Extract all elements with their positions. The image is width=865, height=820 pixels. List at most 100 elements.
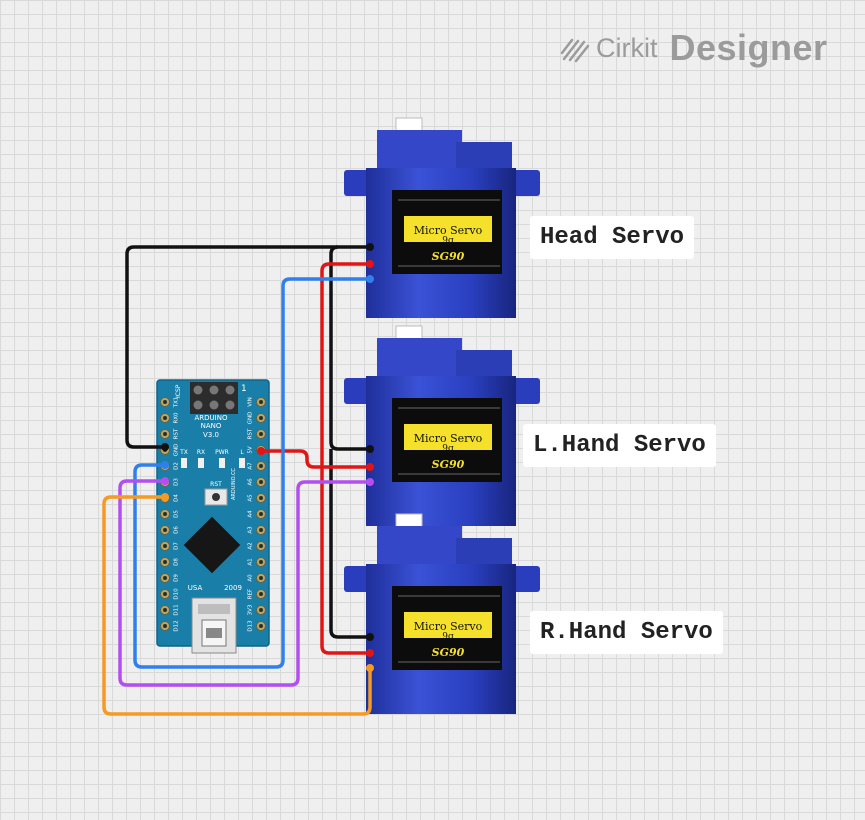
left-pin-label: D10	[174, 588, 180, 600]
cirkit-logo-icon	[560, 38, 590, 63]
left-pin-label: GND	[174, 444, 180, 457]
right-pin-hole	[259, 432, 263, 436]
left-pin-hole	[163, 416, 167, 420]
left-pin-label: RX0	[174, 412, 180, 424]
wire-endpoints	[161, 243, 374, 672]
wire-gnd-rhand[interactable]	[329, 449, 370, 639]
icsp-pin-one: 1	[241, 384, 247, 394]
right-pin-hole	[259, 624, 263, 628]
left-pin-label: D12	[174, 620, 180, 631]
servo-weight: 9g	[442, 632, 454, 642]
right-pin-hole	[259, 608, 263, 612]
head-servo-label: Head Servo	[530, 216, 695, 259]
right-pin-label: A4	[248, 510, 254, 518]
left-pin-label: D6	[174, 526, 180, 534]
wire-5v-lhand[interactable]	[261, 449, 370, 469]
right-pin-label: A7	[248, 462, 254, 470]
left-pin-hole	[163, 400, 167, 404]
wire-gnd-head[interactable]	[125, 245, 370, 449]
product-name: Designer	[669, 27, 828, 68]
site-label: ARDUINO.CC	[231, 468, 237, 500]
rhand-servo-label: R.Hand Servo	[530, 611, 723, 654]
left-pin-hole	[163, 624, 167, 628]
left-pin-label: D11	[174, 604, 180, 615]
left-pin-hole	[163, 576, 167, 580]
right-pin-label: D13	[248, 620, 254, 632]
left-pin-hole	[163, 528, 167, 532]
wires	[102, 245, 372, 716]
led-rx	[198, 458, 204, 468]
left-pin-label: TX1	[174, 397, 180, 409]
left-pin-hole	[163, 592, 167, 596]
right-pin-label: REF	[248, 589, 254, 599]
reset-label: RST	[210, 481, 222, 488]
right-pin-hole	[259, 400, 263, 404]
wire-d4-rhand-signal[interactable]	[102, 495, 372, 716]
left-pin-label: D5	[174, 510, 180, 518]
rhand-servo[interactable]: Micro Servo 9g SG90	[343, 513, 541, 715]
right-pin-label: VIN	[248, 397, 254, 407]
lhand-servo-label: L.Hand Servo	[523, 424, 716, 467]
right-pin-label: A6	[248, 478, 254, 486]
right-pin-hole	[259, 416, 263, 420]
wire-d3-lhand-signal[interactable]	[118, 479, 370, 687]
icsp-label: ICSP	[175, 384, 182, 398]
right-pin-hole	[259, 544, 263, 548]
icsp-header	[190, 382, 238, 414]
right-pin-label: A3	[248, 526, 254, 534]
usb-connector	[191, 597, 237, 654]
left-pin-hole	[163, 560, 167, 564]
right-pin-label: A0	[248, 574, 254, 582]
led-pwr	[219, 458, 225, 468]
right-pin-hole	[259, 512, 263, 516]
led-tx	[181, 458, 187, 468]
servo-body-text: Micro Servo	[414, 620, 483, 633]
right-pin-label: 5V	[248, 446, 254, 453]
right-pin-label: A1	[248, 558, 254, 565]
servo-model: SG90	[432, 458, 465, 471]
left-pin-label: D8	[174, 558, 180, 566]
left-pin-label: D3	[174, 478, 180, 486]
right-pin-label: 3V3	[248, 604, 254, 615]
servo-model: SG90	[432, 250, 465, 263]
board-title-3: V3.0	[203, 431, 219, 439]
arduino-nano-board[interactable]: ICSP 1 ARDUINO NANO V3.0 TX RX PWR L RST…	[156, 379, 270, 654]
right-pin-label: RST	[248, 428, 254, 439]
led-label-rx: RX	[197, 449, 205, 456]
led-label-tx: TX	[179, 449, 188, 456]
head-servo[interactable]: Micro Servo 9g SG90	[343, 117, 541, 319]
servo-body-text: Micro Servo	[414, 432, 483, 445]
right-pin-hole	[259, 480, 263, 484]
lhand-servo[interactable]: Micro Servo 9g SG90	[343, 325, 541, 527]
right-pin-hole	[259, 592, 263, 596]
wire-d2-head-signal[interactable]	[133, 277, 370, 669]
left-pin-hole	[163, 432, 167, 436]
right-pin-hole	[259, 528, 263, 532]
left-pin-hole	[163, 544, 167, 548]
year-label: 2009	[224, 584, 242, 592]
brand-name: Cirkit	[596, 32, 658, 63]
left-pin-label: D9	[174, 574, 180, 582]
left-pin-label: D4	[174, 494, 180, 502]
left-pin-label: D7	[174, 542, 180, 550]
board-title-2: NANO	[201, 422, 222, 430]
left-pin-label: D2	[174, 462, 180, 470]
servo-model: SG90	[432, 646, 465, 659]
board-title-1: ARDUINO	[195, 414, 228, 422]
wire-5v-head[interactable]	[320, 262, 370, 655]
right-pin-label: A2	[248, 542, 254, 549]
right-pin-hole	[259, 576, 263, 580]
usa-label: USA	[188, 584, 203, 592]
right-pin-label: GND	[248, 412, 254, 425]
right-pin-hole	[259, 496, 263, 500]
servo-weight: 9g	[442, 236, 454, 246]
right-pin-label: A5	[248, 494, 254, 502]
right-pin-hole	[259, 464, 263, 468]
servo-body-text: Micro Servo	[414, 224, 483, 237]
left-pin-hole	[163, 512, 167, 516]
right-pin-hole	[259, 560, 263, 564]
wire-gnd-lhand[interactable]	[329, 245, 370, 451]
